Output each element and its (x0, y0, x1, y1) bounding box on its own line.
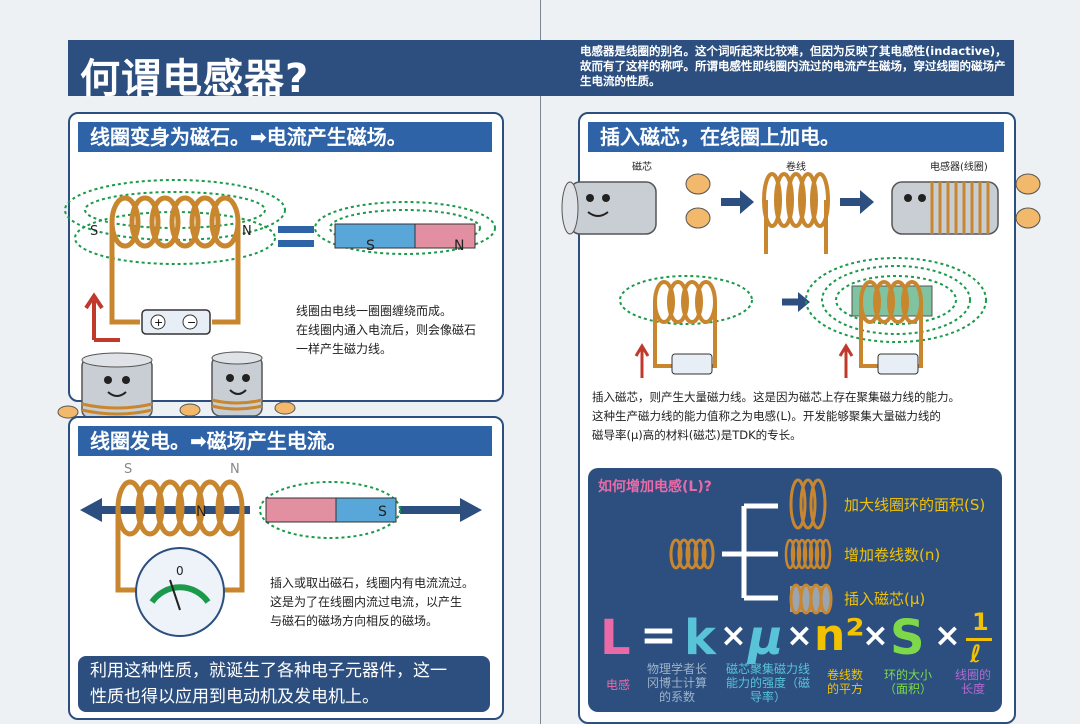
formula-S: S (890, 610, 925, 666)
page-title: 何谓电感器? (80, 56, 310, 102)
panel-coil-magnet (68, 112, 504, 402)
increase-diagram (669, 478, 833, 615)
formula-times-3: × (862, 616, 889, 654)
formula-one: 1 (972, 608, 989, 636)
panel2-description: 插入或取出磁石，线圈内有电流流过。 这是为了在线圈内流过电流，以产生 与磁石的磁… (270, 574, 474, 631)
ammeter (135, 547, 225, 637)
panel-coil-generator-title: 线圈发电。➡磁场产生电流。 (78, 426, 492, 456)
coil-magnet-illustration: + − (64, 179, 496, 342)
magnet-s-label: S (366, 238, 375, 254)
equals-sign (278, 226, 314, 233)
generator-illustration (80, 479, 482, 637)
core-insert-illustration (561, 172, 1041, 378)
meter-zero-label: 0 (176, 564, 184, 578)
panel1-desc-line: 在线圈内通入电流后，则会像磁石 (296, 323, 477, 337)
panel2-desc-line: 这是为了在线圈内流过电流，以产生 (270, 595, 463, 609)
label-inductance: 电感 (605, 678, 630, 692)
formula-eq: = (640, 610, 677, 661)
coil-n-label: N (242, 224, 252, 239)
formula-k: k (684, 610, 716, 666)
option-core: 插入磁芯(μ) (844, 590, 926, 608)
gen-magnet-s (335, 497, 397, 523)
coil-s-label: S (90, 224, 99, 239)
panel-coil-magnet-title: 线圈变身为磁石。➡电流产生磁场。 (78, 122, 492, 152)
page-divider (540, 0, 541, 724)
panel2-desc-line: 与磁石的磁场方向相反的磁场。 (270, 614, 439, 628)
formula-L: L (600, 610, 631, 666)
panel3-desc-line: 磁导率(μ)高的材料(磁芯)是TDK的专长。 (592, 428, 802, 442)
gen-coil (115, 479, 245, 593)
application-note-line: 利用这种性质，就诞生了各种电子元器件，这一 (90, 661, 447, 681)
formula-times-4: × (934, 616, 961, 654)
svg-text:−: − (187, 316, 196, 329)
option-turns: 增加卷线数(n) (844, 546, 941, 564)
formula-times-1: × (720, 616, 747, 654)
magnet-s-half (334, 223, 416, 249)
panel1-desc-line: 一样产生磁力线。 (296, 342, 393, 356)
panel-core-insert-title: 插入磁芯，在线圈上加电。 (588, 122, 1004, 152)
coil (109, 195, 241, 325)
label-turns-squared: 卷线数的平方 (826, 668, 863, 696)
gen-magnet-n (265, 497, 337, 523)
gen-n-label: N (230, 462, 240, 477)
svg-text:+: + (154, 316, 163, 329)
formula-times-2: × (786, 616, 813, 654)
formula-l: ℓ (970, 640, 982, 668)
option-area: 加大线圈环的面积(S) (844, 496, 986, 514)
label-permeability: 磁芯聚集磁力线能力的强度（磁导率） (726, 662, 811, 704)
mascot-characters (57, 351, 296, 419)
label-length: 线圈的长度 (954, 668, 991, 696)
magnet-n-half (414, 223, 476, 249)
inductor-label: 电感器(线圈) (930, 162, 988, 173)
label-area: 环的大小（面积） (883, 668, 932, 696)
magnet-n-label: N (454, 238, 465, 254)
label-coefficient: 物理学者长冈博士计算的系数 (646, 662, 707, 704)
current-arrow (84, 292, 120, 342)
increase-title: 如何增加电感(L)? (598, 479, 712, 495)
formula-n2: n² (814, 610, 865, 661)
panel3-desc-line: 插入磁芯，则产生大量磁力线。这是因为磁芯上存在聚集磁力线的能力。 (592, 390, 960, 404)
winding-label: 卷线 (786, 162, 806, 173)
panel3-description: 插入磁芯，则产生大量磁力线。这是因为磁芯上存在聚集磁力线的能力。 这种生产磁力线… (592, 388, 960, 445)
gen-s-label: S (124, 462, 133, 477)
panel1-description: 线圈由电线一圈圈缠绕而成。 在线圈内通入电流后，则会像磁石 一样产生磁力线。 (296, 302, 476, 359)
gen-magnet-n-label: N (196, 504, 207, 520)
application-note: 利用这种性质，就诞生了各种电子元器件，这一 性质也得以应用到电动机及发电机上。 (78, 656, 490, 712)
panel3-desc-line: 这种生产磁力线的能力值称之为电感(L)。开发能够聚集大量磁力线的 (592, 409, 941, 423)
intro-text: 电感器是线圈的别名。这个词听起来比较难，但因为反映了其电感性(indactive… (580, 44, 1007, 88)
header-bar (68, 40, 1014, 96)
gen-magnet-s-label: S (378, 504, 387, 520)
formula-mu: μ (748, 610, 784, 666)
core-label: 磁芯 (632, 162, 652, 173)
application-note-line: 性质也得以应用到电动机及发电机上。 (90, 687, 379, 707)
panel1-desc-line: 线圈由电线一圈圈缠绕而成。 (296, 304, 453, 318)
panel2-desc-line: 插入或取出磁石，线圈内有电流流过。 (270, 576, 475, 590)
fraction-bar (966, 638, 992, 641)
